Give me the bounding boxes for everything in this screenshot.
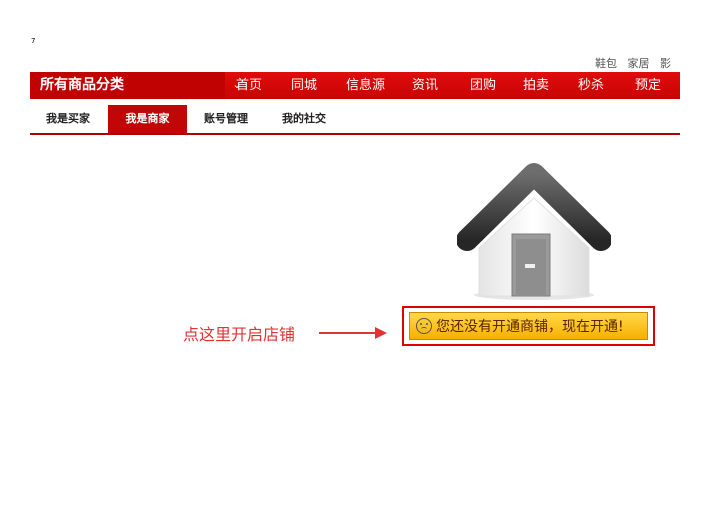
open-store-button[interactable]: 您还没有开通商铺，现在开通!: [409, 312, 648, 340]
chevron-down-icon[interactable]: ⌄: [232, 78, 242, 91]
tab-account-management[interactable]: 账号管理: [204, 112, 248, 125]
open-store-button-label: 您还没有开通商铺，现在开通!: [436, 319, 624, 335]
nav-local[interactable]: 同城: [291, 78, 318, 93]
house-icon: [457, 163, 611, 300]
nav-auction[interactable]: 拍卖: [523, 78, 550, 93]
nav-reserve[interactable]: 预定: [635, 78, 662, 93]
nav-groupbuy[interactable]: 团购: [470, 78, 497, 93]
arrow-right-icon: [319, 327, 387, 339]
top-link-home[interactable]: 家居: [627, 57, 650, 70]
nav-news[interactable]: 资讯: [412, 78, 439, 93]
category-nav-bar: 所有商品分类 ⌄ 首页 同城 信息源 资讯 团购 拍卖 秒杀 预定: [30, 72, 680, 99]
tab-buyer[interactable]: 我是买家: [46, 112, 90, 125]
top-link-bags[interactable]: 鞋包: [595, 57, 617, 70]
nav-info[interactable]: 信息源: [346, 78, 386, 93]
annotation-open-store: 点这里开启店铺: [183, 325, 296, 344]
top-links: 鞋包 家居 影: [595, 55, 678, 71]
nav-home[interactable]: 首页: [236, 78, 263, 93]
open-store-highlight: 您还没有开通商铺，现在开通!: [402, 306, 655, 346]
tab-social[interactable]: 我的社交: [282, 112, 326, 125]
all-categories-button[interactable]: 所有商品分类: [30, 72, 225, 99]
nav-flashsale[interactable]: 秒杀: [578, 78, 605, 93]
account-tabs: 我是买家 我是商家 账号管理 我的社交: [30, 105, 680, 135]
page-number: 7: [31, 37, 36, 45]
top-link-more[interactable]: 影: [660, 57, 671, 70]
tab-seller[interactable]: 我是商家: [108, 105, 187, 133]
sad-face-icon: [416, 318, 432, 334]
